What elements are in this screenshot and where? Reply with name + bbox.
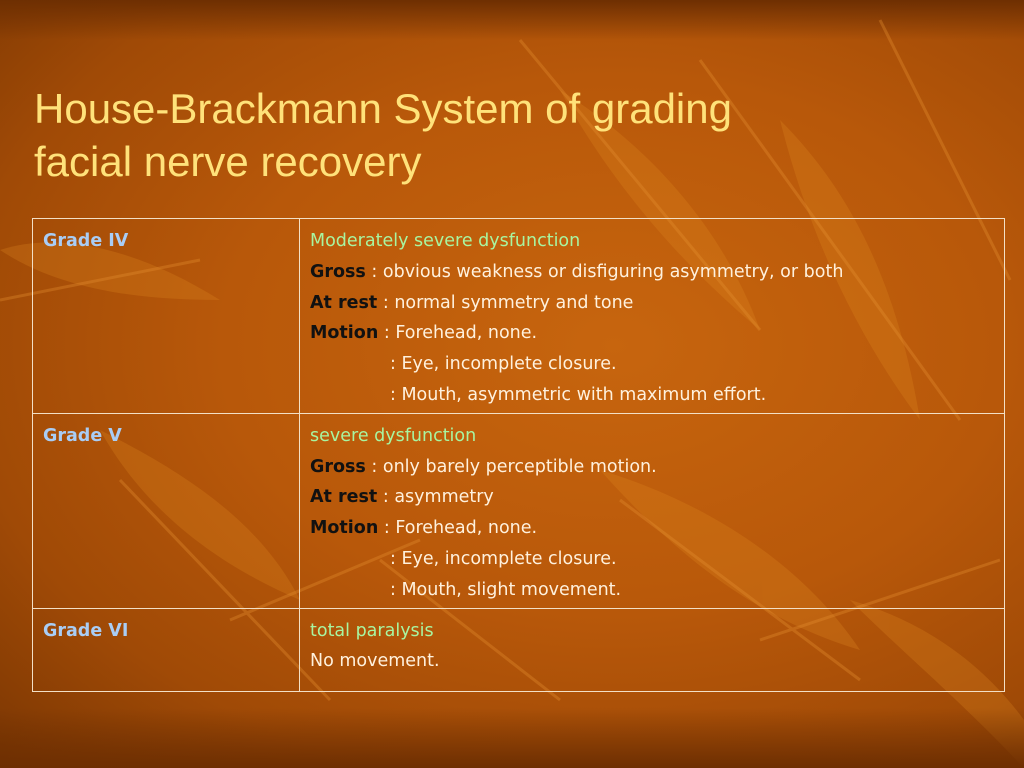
top-shade	[0, 0, 1024, 40]
table-row-grade-vi: Grade VI total paralysis No movement.	[32, 607, 1005, 693]
grade-label: Grade IV	[43, 231, 129, 251]
description-cell: Moderately severe dysfunction Gross : ob…	[299, 218, 1005, 414]
description-cell: severe dysfunction Gross : only barely p…	[299, 412, 1005, 609]
severity-label: Moderately severe dysfunction	[310, 231, 581, 251]
description-cell: total paralysis No movement.	[299, 607, 1005, 693]
motion-line: Motion : Forehead, none.	[310, 318, 994, 349]
motion-forehead: : Forehead, none.	[378, 518, 538, 539]
slide-title: House-Brackmann System of grading facial…	[34, 82, 934, 188]
rest-line: At rest : asymmetry	[310, 482, 994, 513]
title-line-2: facial nerve recovery	[34, 138, 422, 185]
severity-label: total paralysis	[310, 620, 434, 641]
grade-cell: Grade IV	[32, 218, 300, 414]
gross-line: Gross : obvious weakness or disfiguring …	[310, 257, 994, 288]
severity-label: severe dysfunction	[310, 425, 477, 446]
rest-text: : normal symmetry and tone	[377, 292, 634, 313]
motion-mouth: : Mouth, asymmetric with maximum effort.	[390, 384, 767, 405]
table-row-grade-iv: Grade IV Moderately severe dysfunction G…	[32, 218, 1005, 414]
motion-label: Motion	[310, 518, 379, 539]
gross-text: : only barely perceptible motion.	[365, 456, 657, 477]
gross-line: Gross : only barely perceptible motion.	[310, 452, 994, 483]
grade-cell: Grade V	[32, 412, 300, 609]
grading-table: Grade IV Moderately severe dysfunction G…	[32, 218, 1005, 693]
gross-label: Gross	[310, 456, 366, 477]
bottom-shade	[0, 708, 1024, 768]
gross-text: : obvious weakness or disfiguring asymme…	[365, 261, 844, 282]
note-line: No movement.	[310, 651, 440, 672]
rest-text: : asymmetry	[377, 487, 494, 508]
rest-label: At rest	[310, 487, 378, 508]
grade-label: Grade VI	[43, 620, 129, 641]
title-line-1: House-Brackmann System of grading	[34, 85, 732, 132]
motion-label: Motion	[310, 323, 379, 344]
motion-forehead: : Forehead, none.	[378, 323, 538, 344]
motion-line: Motion : Forehead, none.	[310, 513, 994, 544]
motion-mouth: : Mouth, slight movement.	[390, 579, 622, 600]
rest-line: At rest : normal symmetry and tone	[310, 288, 994, 319]
motion-eye: : Eye, incomplete closure.	[390, 354, 617, 375]
grade-cell: Grade VI	[32, 607, 300, 693]
table-row-grade-v: Grade V severe dysfunction Gross : only …	[32, 412, 1005, 609]
motion-eye: : Eye, incomplete closure.	[390, 548, 617, 569]
rest-label: At rest	[310, 292, 378, 313]
gross-label: Gross	[310, 261, 366, 282]
cell-spacer	[310, 677, 994, 689]
grade-label: Grade V	[43, 425, 122, 446]
